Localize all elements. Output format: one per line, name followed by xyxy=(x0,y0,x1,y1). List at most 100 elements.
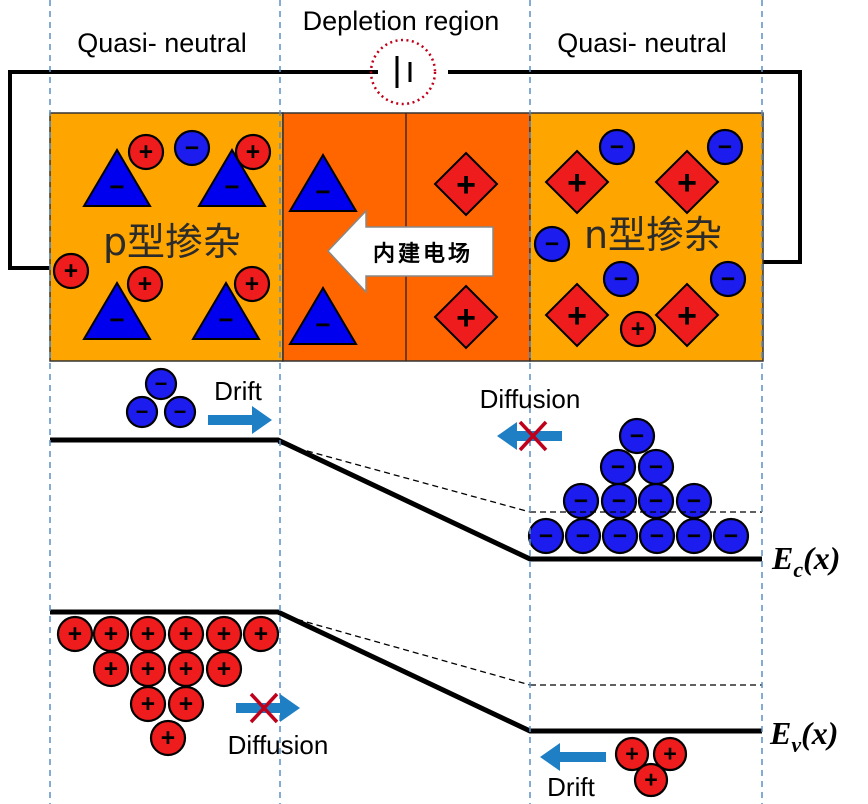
hole-icon: + xyxy=(52,252,90,290)
hole-icon: + xyxy=(127,133,165,171)
svg-text:−: − xyxy=(136,399,149,424)
svg-text:−: − xyxy=(630,423,644,450)
hole-icon: + xyxy=(92,615,130,653)
svg-text:+: + xyxy=(567,164,587,202)
svg-text:+: + xyxy=(246,139,260,166)
svg-text:−: − xyxy=(613,523,627,550)
svg-text:−: − xyxy=(539,523,553,550)
band-carriers: −−−−−−−−−−−−−−−−++++++++++++++++ xyxy=(56,367,750,798)
svg-text:−: − xyxy=(576,523,590,550)
svg-text:−: − xyxy=(718,134,732,161)
svg-text:−: − xyxy=(109,304,124,334)
svg-text:+: + xyxy=(104,656,118,683)
svg-text:+: + xyxy=(179,691,193,718)
svg-text:−: − xyxy=(721,266,735,293)
electron-icon: − xyxy=(601,517,639,555)
hole-icon: + xyxy=(129,650,167,688)
svg-text:−: − xyxy=(574,488,588,515)
n-doping-label: n型掺杂 xyxy=(584,213,722,257)
electron-icon: − xyxy=(562,482,600,520)
hole-icon: + xyxy=(614,736,650,772)
p-doping-label: p型掺杂 xyxy=(103,220,241,264)
diffusion-arrow-holes-blocked xyxy=(236,692,300,724)
conduction-band-edge xyxy=(50,437,762,562)
svg-text:+: + xyxy=(179,621,193,648)
svg-text:+: + xyxy=(141,691,155,718)
hole-icon: + xyxy=(619,310,657,348)
battery-icon xyxy=(369,38,448,106)
electron-icon: − xyxy=(675,482,713,520)
donor-ion-icon: + xyxy=(654,149,720,215)
donor-ion-icon: + xyxy=(433,284,499,350)
electron-icon: − xyxy=(706,128,744,166)
svg-text:−: − xyxy=(724,523,738,550)
svg-text:+: + xyxy=(139,139,153,166)
svg-text:+: + xyxy=(64,258,78,285)
hole-icon: + xyxy=(242,615,280,653)
svg-text:−: − xyxy=(612,488,626,515)
hole-icon: + xyxy=(233,265,271,303)
electron-icon: − xyxy=(173,129,211,167)
svg-text:−: − xyxy=(610,134,624,161)
svg-text:−: − xyxy=(650,523,664,550)
donor-ion-icon: + xyxy=(544,282,610,348)
builtin-field-label: 内建电场 xyxy=(373,242,473,267)
svg-text:−: − xyxy=(687,488,701,515)
hole-icon: + xyxy=(205,615,243,653)
acceptor-ion-icon: − xyxy=(288,153,358,212)
svg-text:+: + xyxy=(567,297,587,335)
hole-icon: + xyxy=(633,762,669,798)
quasi-neutral-right-label: Quasi- neutral xyxy=(557,28,727,58)
donor-ion-icon: + xyxy=(654,282,720,348)
hole-icon: + xyxy=(167,650,205,688)
hole-icon: + xyxy=(126,265,164,303)
fermi-level-p-dashed xyxy=(277,613,531,686)
svg-text:−: − xyxy=(174,399,187,424)
electron-icon: − xyxy=(637,448,675,486)
electron-icon: − xyxy=(709,260,747,298)
acceptor-ion-icon: − xyxy=(197,148,267,207)
hole-icon: + xyxy=(167,615,205,653)
builtin-field-arrow xyxy=(326,209,494,294)
drift-label-holes: Drift xyxy=(547,772,595,802)
donor-ion-icon: + xyxy=(433,151,499,217)
electron-icon: − xyxy=(125,395,159,429)
svg-text:+: + xyxy=(141,656,155,683)
hole-icon: + xyxy=(205,650,243,688)
electron-icon: − xyxy=(163,395,197,429)
hole-icon: + xyxy=(92,650,130,688)
depletion-region-label: Depletion region xyxy=(303,6,500,36)
conduction-band-label: Ec(x) xyxy=(771,540,840,582)
drift-arrow-electrons xyxy=(208,406,272,434)
svg-text:+: + xyxy=(245,271,259,298)
svg-text:+: + xyxy=(677,297,697,335)
svg-text:−: − xyxy=(649,454,663,481)
svg-text:−: − xyxy=(611,454,625,481)
svg-text:+: + xyxy=(456,299,476,337)
donor-ion-icon: + xyxy=(544,149,610,215)
drift-label-electrons: Drift xyxy=(214,376,262,406)
svg-text:+: + xyxy=(677,164,697,202)
hole-icon: + xyxy=(167,685,205,723)
svg-text:−: − xyxy=(315,309,330,339)
svg-text:−: − xyxy=(315,176,330,206)
svg-text:+: + xyxy=(217,621,231,648)
region-dividers xyxy=(49,0,763,804)
svg-text:+: + xyxy=(68,621,82,648)
diffusion-label-electrons: Diffusion xyxy=(480,384,581,414)
electron-icon: − xyxy=(598,128,636,166)
electron-icon: − xyxy=(527,517,565,555)
electron-icon: − xyxy=(618,417,656,455)
acceptor-ion-icon: − xyxy=(191,281,261,340)
svg-text:+: + xyxy=(625,740,639,766)
svg-text:−: − xyxy=(687,523,701,550)
hole-icon: + xyxy=(129,615,167,653)
electron-icon: − xyxy=(712,517,750,555)
svg-text:+: + xyxy=(254,621,268,648)
hole-icon: + xyxy=(56,615,94,653)
svg-text:+: + xyxy=(161,725,175,752)
svg-text:+: + xyxy=(141,621,155,648)
electron-icon: − xyxy=(637,482,675,520)
svg-text:+: + xyxy=(104,621,118,648)
svg-text:−: − xyxy=(218,304,233,334)
